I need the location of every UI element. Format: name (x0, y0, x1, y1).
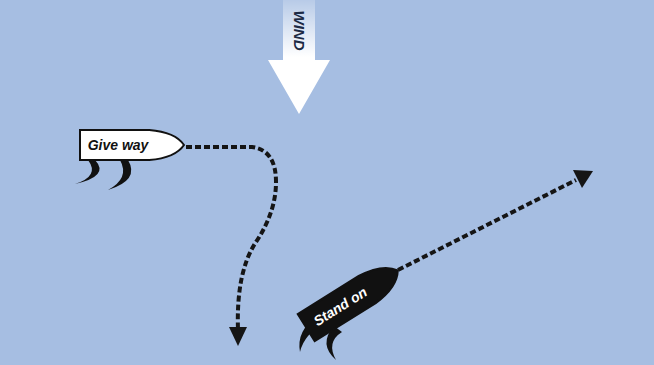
stand-on-course (398, 180, 576, 270)
course-arrowhead (229, 327, 247, 346)
boat-label: Give way (78, 128, 158, 162)
wind-arrow (268, 0, 330, 114)
wake (75, 160, 100, 184)
wake (108, 160, 131, 190)
wind-label: WIND (291, 10, 308, 50)
boat-hull: Give way (78, 128, 186, 162)
course-arrowhead (573, 170, 593, 188)
give-way-course (186, 147, 276, 330)
boat-hull: Stand on (295, 254, 409, 344)
